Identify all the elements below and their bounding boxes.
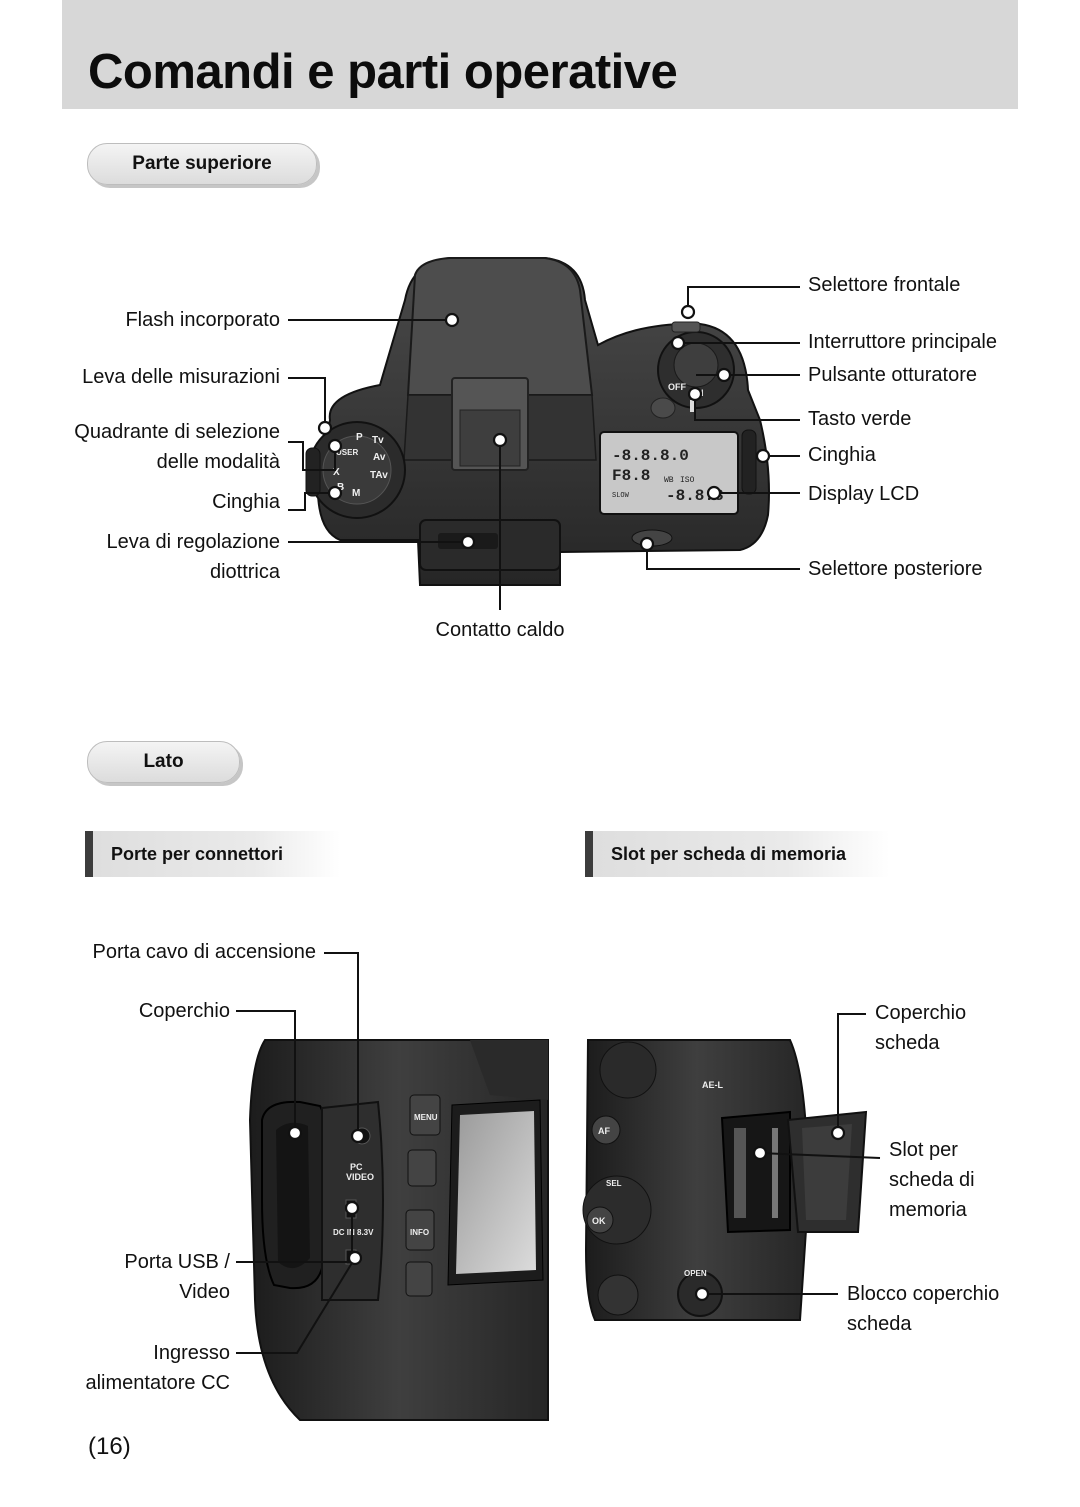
label-cover: Coperchio: [138, 1000, 230, 1022]
section-side-badge: Lato: [87, 741, 240, 783]
label-metering-lever: Leva delle misurazioni: [82, 366, 280, 388]
terminal-markings: PC VIDEO DC IN 8.3V: [333, 1162, 374, 1237]
label-front-dial: Selettore frontale: [808, 274, 961, 296]
svg-text:INFO: INFO: [410, 1228, 429, 1237]
label-usb-video: Porta USB / Video: [124, 1251, 230, 1303]
label-diopter: Leva di regolazione diottrica: [106, 531, 280, 583]
label-card-slot: Slot per scheda di memoria: [889, 1139, 975, 1221]
title-band: [62, 0, 1018, 109]
svg-text:Tv: Tv: [372, 435, 384, 446]
svg-text:OFF: OFF: [668, 382, 686, 392]
section-top-badge: Parte superiore: [87, 143, 317, 185]
label-mode-dial: Quadrante di selezione delle modalità: [74, 421, 280, 473]
svg-text:AE-L: AE-L: [702, 1080, 723, 1090]
label-lcd: Display LCD: [808, 483, 920, 505]
svg-text:M: M: [352, 488, 360, 499]
leader-dots: [287, 304, 846, 1302]
label-strap-right: Cinghia: [808, 444, 876, 466]
strap-lug-left: [305, 447, 321, 497]
camera-slot-view: AE-L AF OK SEL OPEN: [582, 1039, 868, 1321]
label-flash: Flash incorporato: [125, 309, 280, 331]
camera-top-view: Tv Av TAv M B X USER P OFF ON -8.8.8.0 F…: [305, 257, 770, 586]
svg-text:USER: USER: [336, 448, 358, 457]
svg-text:TAv: TAv: [370, 470, 388, 481]
green-button: [650, 397, 676, 419]
svg-text:VIDEO: VIDEO: [346, 1172, 374, 1182]
card-slot-opening: [720, 1110, 791, 1234]
strap-lug-right: [741, 429, 757, 495]
front-dial: [671, 321, 701, 333]
svg-text:SLOW: SLOW: [612, 492, 630, 500]
svg-text:P: P: [356, 432, 363, 443]
page-title: Comandi e parti operative: [88, 45, 678, 99]
rear-lcd-screen: [456, 1111, 536, 1274]
svg-text:OK: OK: [592, 1216, 606, 1226]
svg-text:X: X: [333, 467, 340, 478]
svg-text:F8.8: F8.8: [612, 467, 650, 485]
svg-text:B: B: [337, 482, 344, 493]
label-strap-left: Cinghia: [212, 491, 280, 513]
svg-text:ISO: ISO: [680, 476, 695, 485]
label-card-cover: Coperchio scheda: [875, 1002, 967, 1054]
mode-dial-markings: Tv Av TAv M B X USER P: [333, 432, 388, 499]
label-main-switch: Interruttore principale: [808, 331, 997, 353]
svg-text:AF: AF: [598, 1126, 610, 1136]
lcd-readout: -8.8.8.0 F8.8 WB ISO SLOW -8.8.8: [612, 447, 724, 505]
svg-text:MENU: MENU: [414, 1113, 438, 1122]
lcd-panel: [599, 431, 739, 515]
slot-subheading: Slot per scheda di memoria: [585, 831, 890, 877]
svg-text:WB: WB: [664, 476, 674, 485]
label-card-cover-lock: Blocco coperchio scheda: [847, 1283, 1000, 1335]
svg-text:Av: Av: [373, 452, 386, 463]
label-green-button: Tasto verde: [808, 408, 912, 430]
svg-text:PC: PC: [350, 1162, 363, 1172]
label-hot-shoe: Contatto caldo: [435, 619, 565, 641]
ports-subheading: Porte per connettori: [85, 831, 340, 877]
svg-text:OPEN: OPEN: [684, 1269, 707, 1278]
label-dc-in: Ingresso alimentatore CC: [85, 1342, 230, 1394]
svg-text:SEL: SEL: [606, 1179, 622, 1188]
page-number: (16): [88, 1433, 131, 1460]
label-shutter: Pulsante otturatore: [808, 364, 977, 386]
label-rear-dial: Selettore posteriore: [808, 558, 983, 580]
svg-text:-8.8.8.0: -8.8.8.0: [612, 447, 689, 465]
rear-buttons: MENU INFO: [405, 1094, 441, 1297]
svg-text:DC IN 8.3V: DC IN 8.3V: [333, 1228, 374, 1237]
flash-housing: [406, 257, 594, 396]
label-power-cable-port: Porta cavo di accensione: [92, 941, 316, 963]
leader-lines: [236, 286, 881, 1354]
